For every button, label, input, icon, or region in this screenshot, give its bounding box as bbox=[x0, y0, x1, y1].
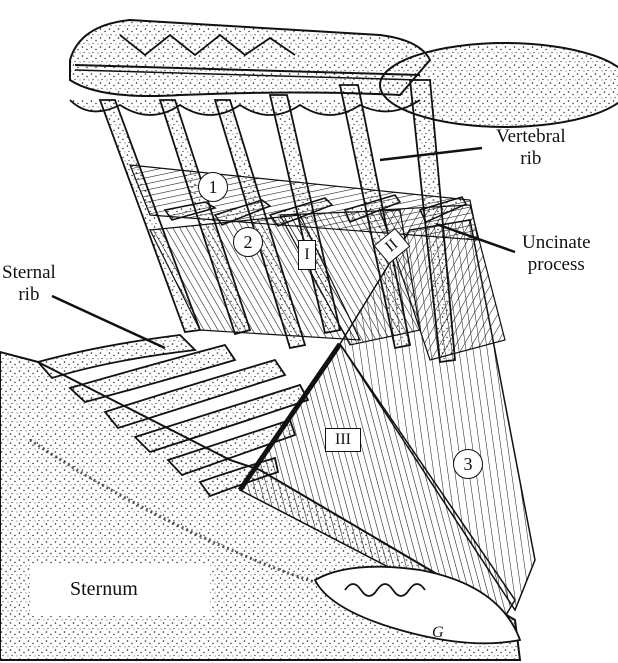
vertebral-column bbox=[69, 18, 618, 128]
artist-signature: G bbox=[432, 624, 444, 641]
muscle-i-marker: I bbox=[298, 240, 316, 270]
uncinate-process-label: Uncinate process bbox=[522, 232, 591, 275]
sternal-rib-label: Sternal rib bbox=[2, 262, 56, 305]
sternal-rib-leader bbox=[51, 294, 166, 350]
muscle-3-marker: 3 bbox=[453, 449, 483, 479]
vertebral-ribs bbox=[98, 79, 456, 364]
sternal-ribs bbox=[36, 334, 310, 498]
uncinate-process-leader bbox=[435, 222, 516, 254]
muscle-iii-marker: III bbox=[325, 428, 361, 452]
muscle-2-marker: 2 bbox=[233, 227, 263, 257]
sternum-label: Sternum bbox=[70, 578, 138, 600]
vertebral-rib-label: Vertebral rib bbox=[496, 126, 566, 169]
muscle-iii-edge-line bbox=[237, 342, 343, 492]
uncinate-processes bbox=[163, 194, 468, 227]
muscle-1-marker: 1 bbox=[198, 172, 228, 202]
vertebral-rib-leader bbox=[379, 146, 483, 162]
sternal-keel-detail bbox=[313, 565, 522, 645]
